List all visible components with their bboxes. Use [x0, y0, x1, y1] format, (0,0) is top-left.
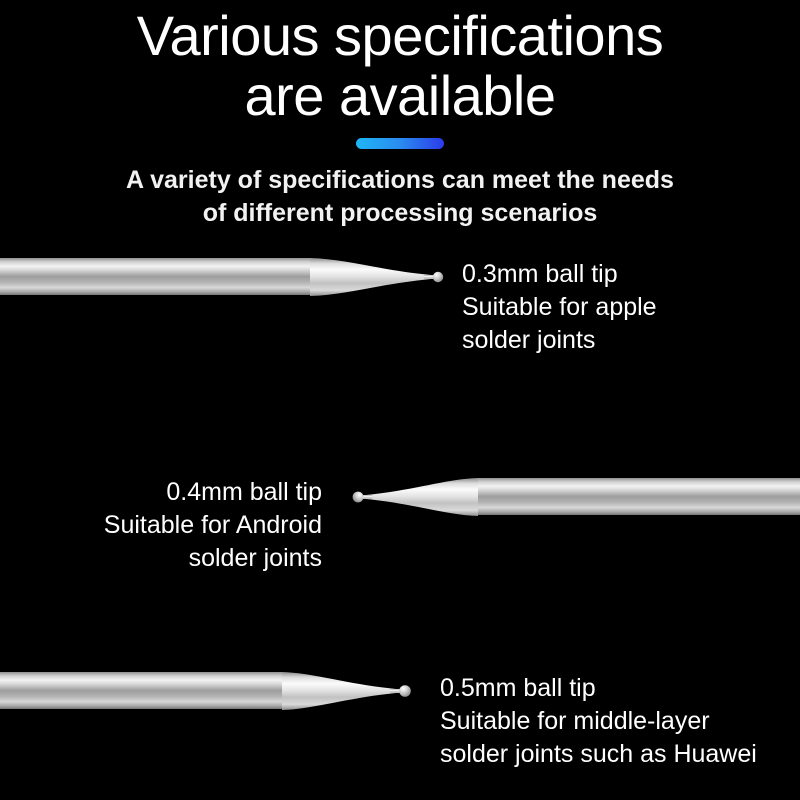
- needle-04mm-illustration: [352, 478, 800, 516]
- product-caption-2: 0.4mm ball tip Suitable for Android sold…: [103, 478, 322, 572]
- product-row-1: 0.3mm ball tip Suitable for apple solder…: [0, 248, 800, 378]
- gradient-divider-icon: [356, 137, 444, 149]
- product-caption-1: 0.3mm ball tip Suitable for apple solder…: [462, 260, 657, 354]
- page-title: Various specifications are available: [136, 4, 664, 127]
- poster-header: Various specifications are available A v…: [0, 0, 800, 230]
- page-subtitle: A variety of specifications can meet the…: [126, 166, 674, 227]
- product-row-2: 0.4mm ball tip Suitable for Android sold…: [0, 468, 800, 598]
- divider-container: [0, 132, 800, 154]
- product-row-3: 0.5mm ball tip Suitable for middle-layer…: [0, 662, 800, 792]
- needle-05mm-illustration: [0, 672, 411, 710]
- product-caption-3: 0.5mm ball tip Suitable for middle-layer…: [440, 674, 757, 768]
- needle-03mm-illustration: [0, 258, 444, 296]
